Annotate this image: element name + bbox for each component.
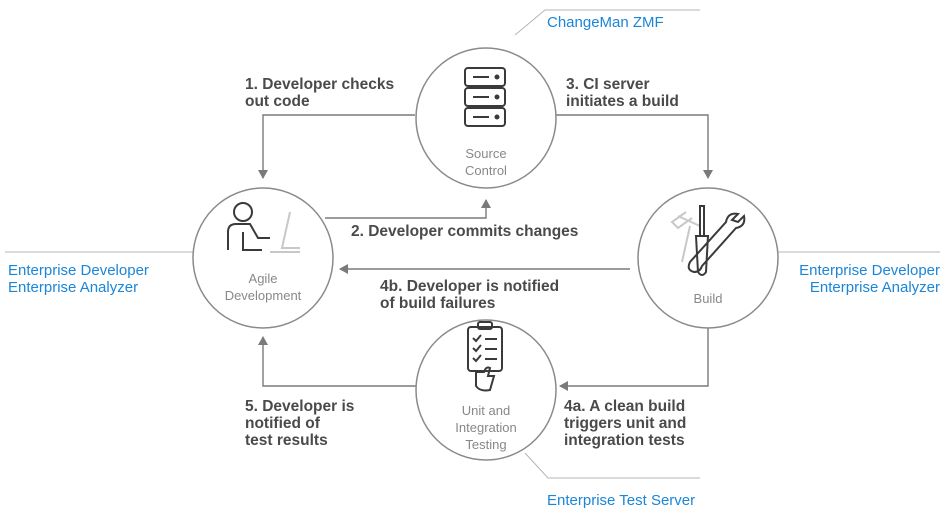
step4a-label: 4a. A clean build triggers unit and inte… (564, 398, 687, 449)
changeman-connector (514, 9, 700, 36)
step2-label: 2. Developer commits changes (351, 223, 579, 240)
testing-label: Unit and Integration Testing (455, 403, 517, 452)
agile-development-circle (192, 187, 334, 329)
test-server-tool-label: Enterprise Test Server (547, 492, 696, 509)
database-server-icon (464, 67, 506, 127)
step1-label: 1. Developer checks out code (245, 76, 395, 110)
step5-label: 5. Developer is notified of test results (245, 398, 355, 449)
arrow-step1 (258, 114, 415, 179)
source-control-label: Source Control (465, 146, 507, 178)
arrow-step2 (325, 199, 491, 219)
build-label: Build (693, 291, 723, 306)
arrow-step4a (559, 325, 709, 391)
hammer-screwdriver-wrench-icon (670, 205, 746, 276)
step3-label: 3. CI server initiates a build (566, 76, 679, 110)
test-server-connector (524, 452, 700, 479)
changeman-tool-label: ChangeMan ZMF (547, 14, 664, 31)
arrow-step5 (258, 336, 418, 387)
checklist-thumbs-up-icon (467, 321, 503, 392)
left-tools-label: Enterprise Developer Enterprise Analyzer (8, 262, 149, 296)
developer-at-desk-icon (227, 202, 300, 253)
flow-arrows (258, 114, 713, 391)
step4b-label: 4b. Developer is notified of build failu… (380, 278, 560, 312)
arrow-step3 (555, 114, 713, 179)
right-tools-label: Enterprise Developer Enterprise Analyzer (799, 262, 940, 296)
agile-development-label: Agile Development (224, 271, 302, 303)
